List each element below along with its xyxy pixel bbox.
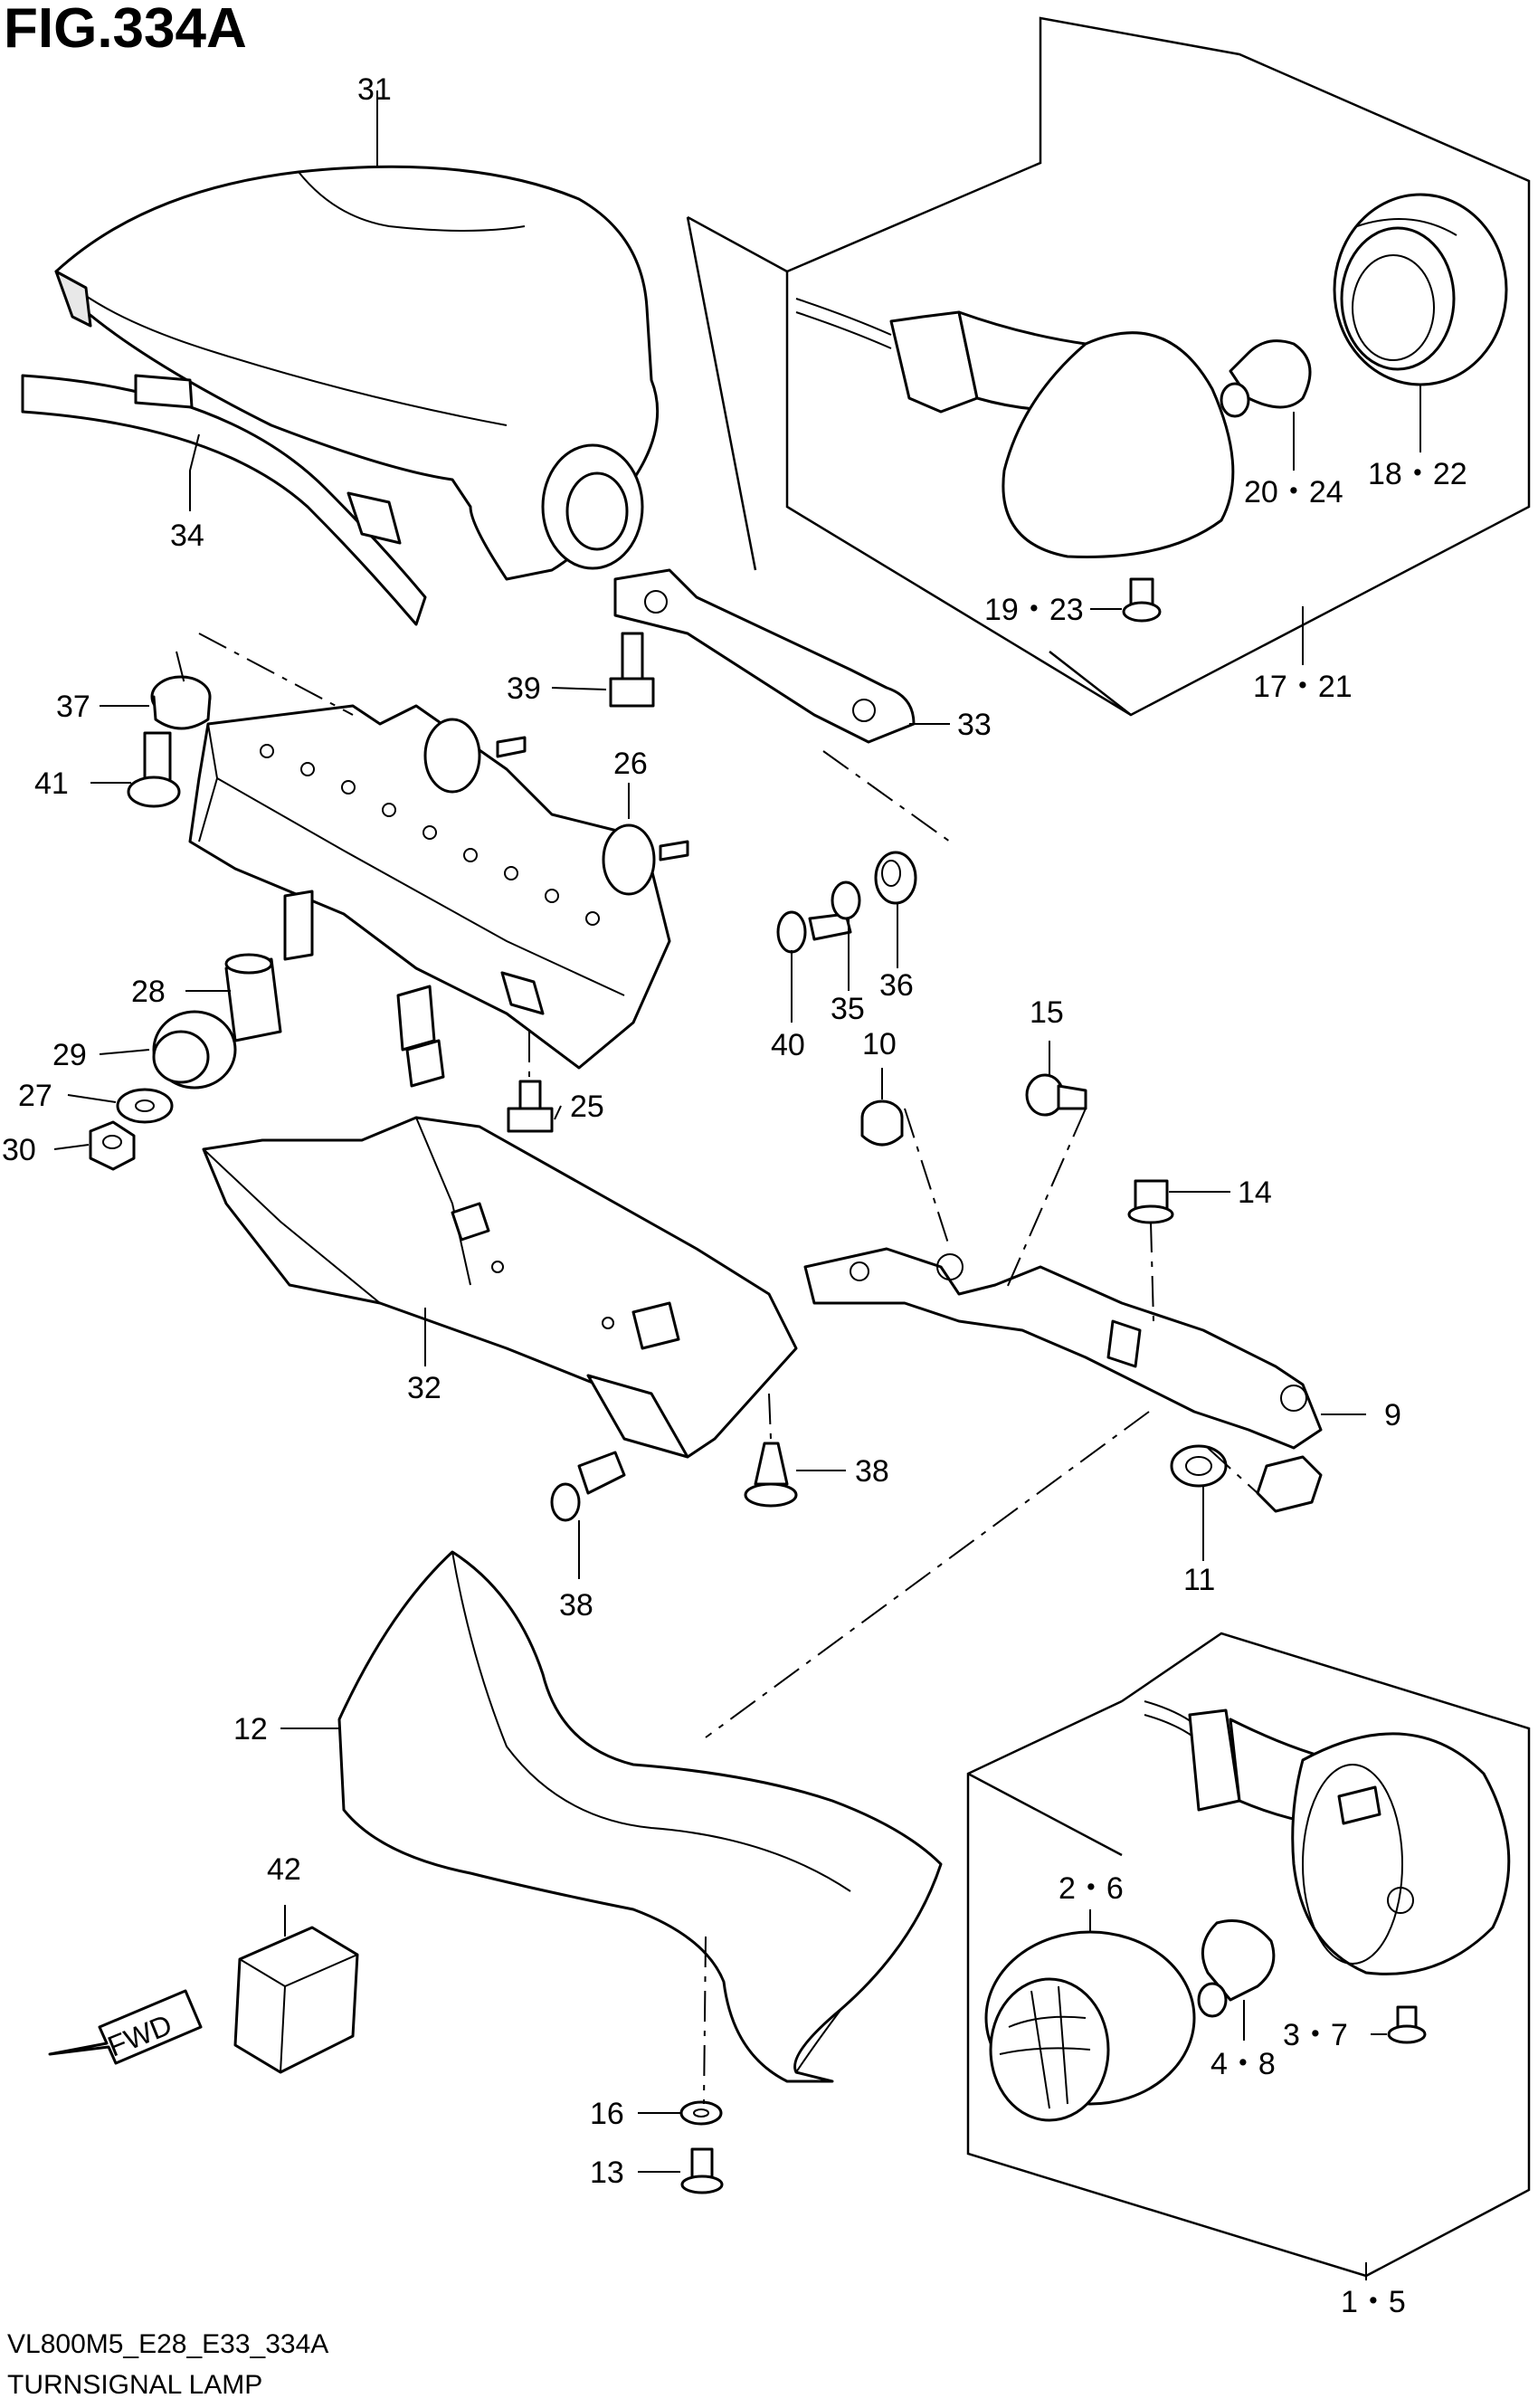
- part-9-bracket: [803, 1247, 1323, 1513]
- callout-10: 10: [862, 1027, 897, 1061]
- callout-16: 16: [590, 2097, 624, 2131]
- callout-27: 27: [18, 1079, 52, 1113]
- rear-turnsignal-assembly-box: [686, 16, 1531, 717]
- part-1-5-front-lamp: [1144, 1700, 1511, 1975]
- callout-31: 31: [357, 72, 392, 107]
- part-12-lower-cover: [337, 1550, 943, 2083]
- part-20-24-bulb: [1220, 339, 1312, 418]
- part-4-8-bulb: [1197, 1919, 1276, 2018]
- callout-25: 25: [570, 1090, 604, 1124]
- part-31-rear-cover: [54, 165, 660, 581]
- callout-40: 40: [771, 1028, 805, 1062]
- callout-11: 11: [1183, 1563, 1215, 1597]
- callout-19-23: 19・23: [984, 593, 1084, 627]
- diagram-caption: TURNSIGNAL LAMP: [7, 2370, 262, 2400]
- fwd-arrow-icon: FWD: [48, 1989, 203, 2065]
- callout-36: 36: [879, 968, 914, 1003]
- callout-13: 13: [590, 2156, 624, 2190]
- part-29-grommet: [152, 1010, 237, 1090]
- callout-2-6: 2・6: [1059, 1871, 1124, 1906]
- part-25-bolt: [507, 1080, 554, 1133]
- callout-33: 33: [957, 708, 992, 742]
- part-33-bracket: [613, 568, 916, 744]
- callout-30: 30: [2, 1133, 36, 1167]
- part-tail-bracket: [188, 704, 689, 1070]
- part-38-rivet-b: [550, 1451, 626, 1522]
- part-42-relay: [233, 1926, 359, 2074]
- part-13-screw: [680, 2147, 724, 2194]
- part-14-nut: [1127, 1179, 1174, 1224]
- callout-20-24: 20・24: [1244, 475, 1343, 509]
- callout-9: 9: [1384, 1398, 1401, 1432]
- figure-title: FIG.334A: [4, 0, 247, 60]
- callout-35: 35: [831, 992, 865, 1026]
- callout-29: 29: [52, 1038, 87, 1072]
- part-36-collar: [874, 851, 917, 905]
- part-38-rivet-a: [744, 1442, 798, 1508]
- callout-18-22: 18・22: [1368, 457, 1467, 491]
- callout-3-7: 3・7: [1283, 2018, 1348, 2052]
- part-2-6-front-lens: [984, 1930, 1196, 2122]
- part-17-21-turnsignal-lamp: [795, 298, 1235, 558]
- part-37-grommet: [150, 675, 212, 730]
- front-turnsignal-assembly-box: [966, 1632, 1531, 2278]
- part-11-washer: [1170, 1444, 1228, 1488]
- callout-17-21: 17・21: [1253, 670, 1353, 704]
- part-19-23-screw: [1122, 577, 1162, 623]
- part-35-washer: [831, 880, 861, 920]
- callout-32: 32: [407, 1371, 441, 1405]
- callout-28: 28: [131, 975, 166, 1009]
- part-10-collar: [860, 1099, 904, 1147]
- part-30-nut: [89, 1120, 136, 1171]
- callout-42: 42: [267, 1852, 301, 1887]
- callout-1-5: 1・5: [1341, 2285, 1406, 2319]
- callout-26: 26: [613, 747, 648, 781]
- part-40-screw: [776, 910, 852, 954]
- part-34-trim-strip: [21, 374, 427, 626]
- part-32-license-bracket: [202, 1116, 798, 1459]
- callout-37: 37: [56, 690, 90, 724]
- callout-39: 39: [507, 671, 541, 706]
- callout-4-8: 4・8: [1210, 2047, 1276, 2081]
- part-16-washer: [679, 2100, 723, 2126]
- callout-38-b: 38: [559, 1588, 593, 1623]
- assembly-center-lines: [176, 633, 1258, 2105]
- diagram-code: VL800M5_E28_E33_334A: [7, 2329, 328, 2359]
- part-39-bolt: [609, 632, 655, 708]
- part-41-bolt: [127, 731, 181, 808]
- callout-41: 41: [34, 766, 69, 801]
- part-18-22-lens: [1333, 193, 1508, 386]
- callout-15: 15: [1030, 995, 1064, 1030]
- part-15-bolt: [1025, 1073, 1087, 1117]
- callout-leader-lines: [53, 90, 1421, 2280]
- callout-34: 34: [170, 519, 204, 553]
- callout-labels: 31 34 37 41 39 33 26 28 29 27 30 25 40 3…: [2, 72, 1467, 2319]
- part-28-spacer: [224, 890, 445, 1088]
- callout-38-a: 38: [855, 1454, 889, 1489]
- part-27-washer: [116, 1088, 174, 1124]
- callout-14: 14: [1238, 1175, 1272, 1210]
- callout-12: 12: [233, 1712, 268, 1747]
- part-3-7-screw: [1387, 2005, 1427, 2044]
